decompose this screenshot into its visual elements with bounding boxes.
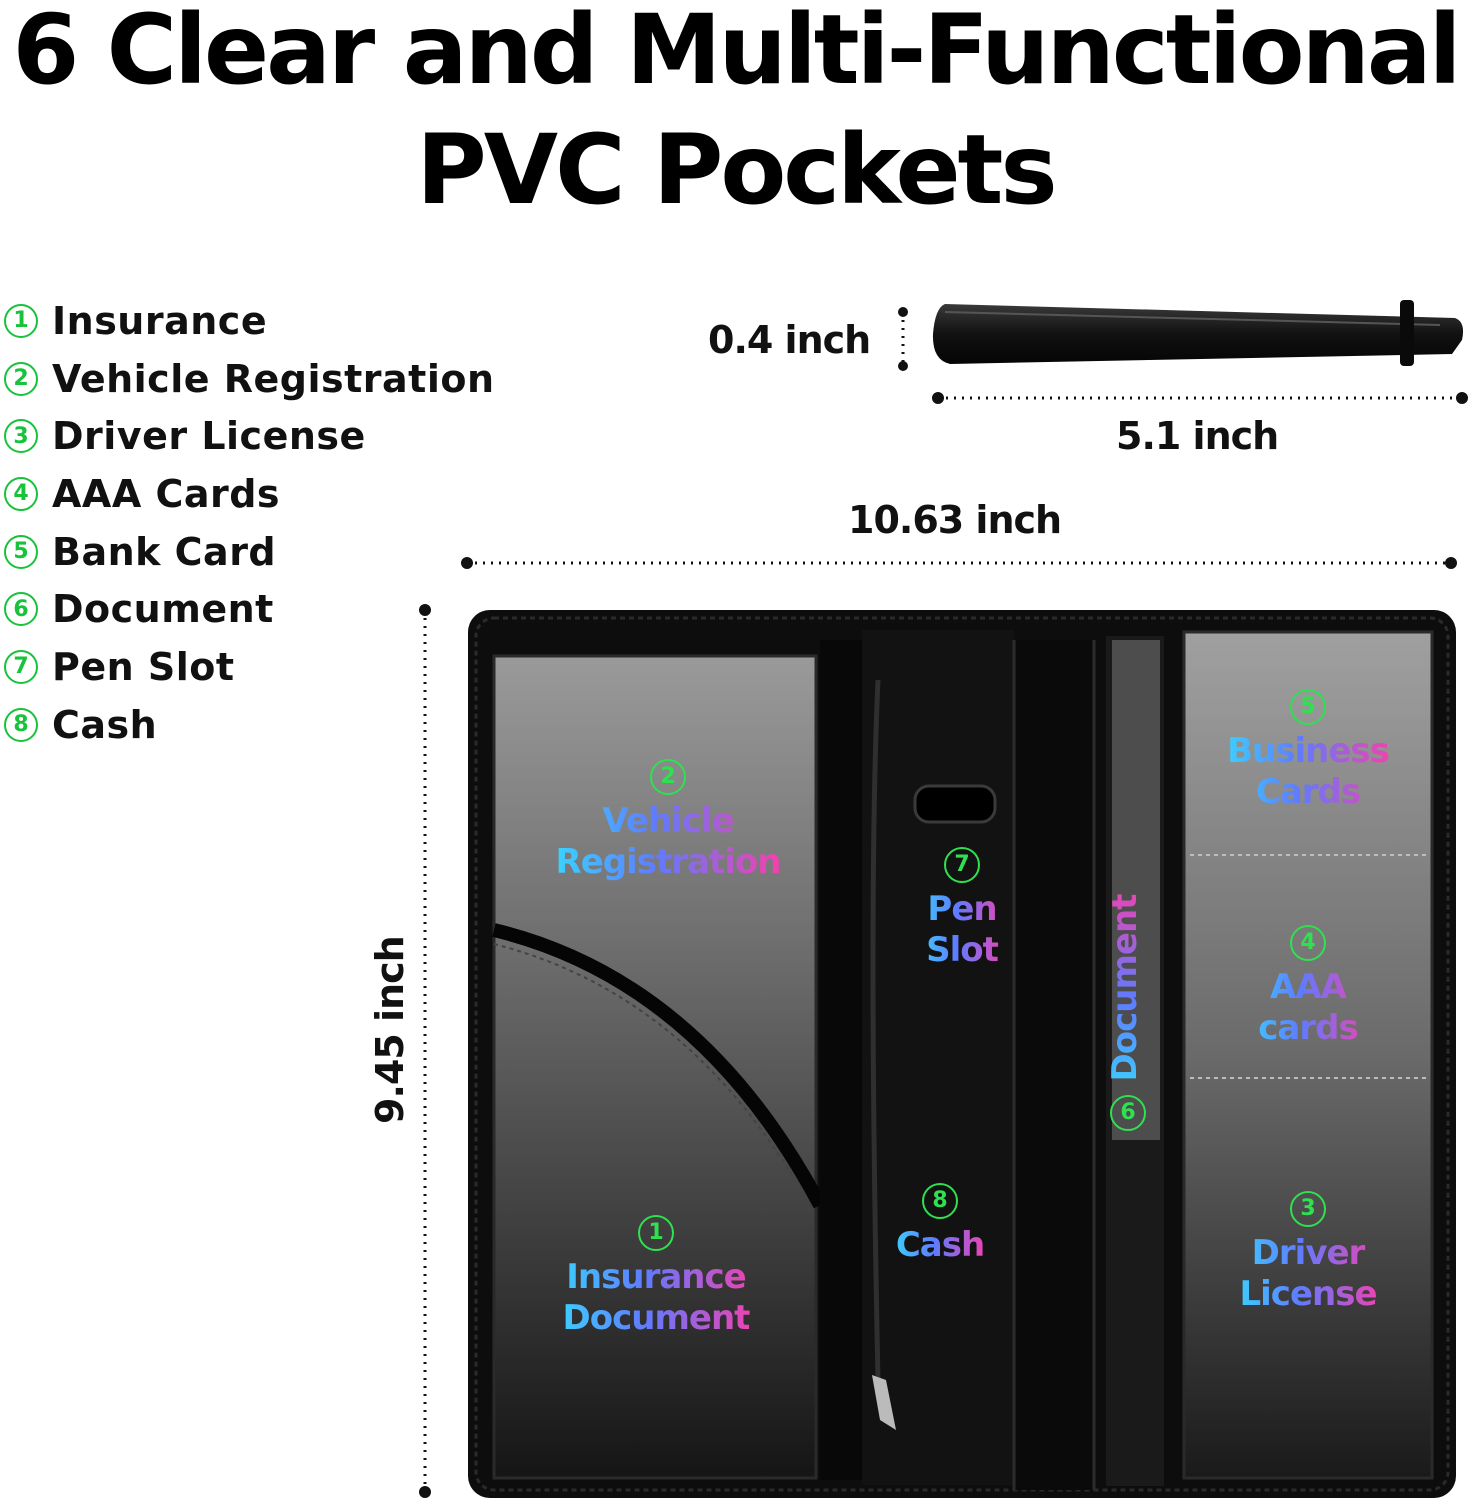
legend-item-vehicle-registration: 2 Vehicle Registration bbox=[4, 350, 495, 408]
pocket-document: Document bbox=[1105, 873, 1149, 1103]
circled-number-8: 8 bbox=[4, 707, 38, 742]
closed-wallet-side-view bbox=[932, 300, 1464, 366]
circled-number-7: 7 bbox=[4, 649, 38, 684]
pocket-number-6: 6 bbox=[1110, 1094, 1146, 1131]
legend-label: Bank Card bbox=[52, 529, 277, 574]
closed-width-label: 5.1 inch bbox=[1116, 414, 1279, 458]
legend-label: Pen Slot bbox=[52, 644, 235, 689]
page-title-line-2: PVC Pockets bbox=[416, 114, 1057, 226]
pocket-aaa-cards: 4 AAA cards bbox=[1238, 918, 1378, 1049]
legend-label: Insurance bbox=[52, 298, 268, 343]
legend-item-document: 6 Document bbox=[4, 580, 495, 638]
pocket-number-2: 2 bbox=[650, 758, 686, 795]
pocket-business-cards: 5 Business Cards bbox=[1218, 682, 1398, 813]
legend-item-bank-card: 5 Bank Card bbox=[4, 523, 495, 581]
open-width-label: 10.63 inch bbox=[848, 498, 1062, 542]
pocket-number-8: 8 bbox=[922, 1182, 958, 1219]
zipper-pull-icon bbox=[872, 1375, 896, 1430]
zipper-pocket bbox=[862, 630, 1014, 1485]
pocket-label: Pen Slot bbox=[912, 889, 1012, 971]
pocket-label: Business Cards bbox=[1218, 731, 1398, 813]
pocket-label: Vehicle Registration bbox=[548, 801, 788, 883]
pocket-label: Document bbox=[1105, 873, 1146, 1103]
legend-item-pen-slot: 7 Pen Slot bbox=[4, 638, 495, 696]
page-title-line-1: 6 Clear and Multi-Functional bbox=[12, 0, 1461, 106]
pen-slot-opening bbox=[913, 784, 997, 824]
circled-number-6: 6 bbox=[4, 592, 38, 627]
pocket-label: Insurance Document bbox=[548, 1257, 764, 1339]
pocket-number-7: 7 bbox=[944, 846, 980, 883]
pocket-label: Cash bbox=[888, 1225, 992, 1266]
height-label: 9.45 inch bbox=[368, 936, 412, 1124]
thickness-dimension-line bbox=[898, 307, 908, 371]
thickness-label: 0.4 inch bbox=[708, 318, 871, 362]
pocket-number-5: 5 bbox=[1290, 688, 1326, 725]
circled-number-2: 2 bbox=[4, 361, 38, 396]
legend-item-cash: 8 Cash bbox=[4, 696, 495, 754]
circled-number-3: 3 bbox=[4, 419, 38, 454]
pocket-document-number: 6 bbox=[1108, 1088, 1148, 1137]
circled-number-4: 4 bbox=[4, 476, 38, 511]
pocket-label: AAA cards bbox=[1238, 967, 1378, 1049]
open-wallet bbox=[468, 610, 1456, 1498]
legend-label: AAA Cards bbox=[52, 471, 281, 516]
pocket-pen-slot: 7 Pen Slot bbox=[912, 840, 1012, 971]
pocket-label: Driver License bbox=[1228, 1233, 1388, 1315]
open-width-dimension-line bbox=[461, 557, 1457, 569]
pocket-cash: 8 Cash bbox=[888, 1176, 992, 1266]
pocket-driver-license: 3 Driver License bbox=[1228, 1184, 1388, 1315]
legend-label: Document bbox=[52, 587, 274, 632]
legend-label: Cash bbox=[52, 702, 158, 747]
pocket-number-3: 3 bbox=[1290, 1190, 1326, 1227]
pocket-insurance-document: 1 Insurance Document bbox=[548, 1208, 764, 1339]
legend-item-aaa-cards: 4 AAA Cards bbox=[4, 465, 495, 523]
legend-label: Driver License bbox=[52, 414, 366, 459]
legend-item-driver-license: 3 Driver License bbox=[4, 407, 495, 465]
closed-width-dimension-line bbox=[932, 392, 1468, 404]
left-pvc-pocket bbox=[494, 656, 816, 1478]
legend-item-insurance: 1 Insurance bbox=[4, 292, 495, 350]
pocket-vehicle-registration: 2 Vehicle Registration bbox=[548, 752, 788, 883]
pocket-number-4: 4 bbox=[1290, 924, 1326, 961]
circled-number-5: 5 bbox=[4, 534, 38, 569]
pocket-legend: 1 Insurance 2 Vehicle Registration 3 Dri… bbox=[4, 292, 495, 754]
circled-number-1: 1 bbox=[4, 303, 38, 338]
height-dimension-line bbox=[419, 604, 431, 1498]
right-pvc-pocket bbox=[1184, 632, 1432, 1478]
legend-label: Vehicle Registration bbox=[52, 356, 495, 401]
pocket-number-1: 1 bbox=[638, 1214, 674, 1251]
